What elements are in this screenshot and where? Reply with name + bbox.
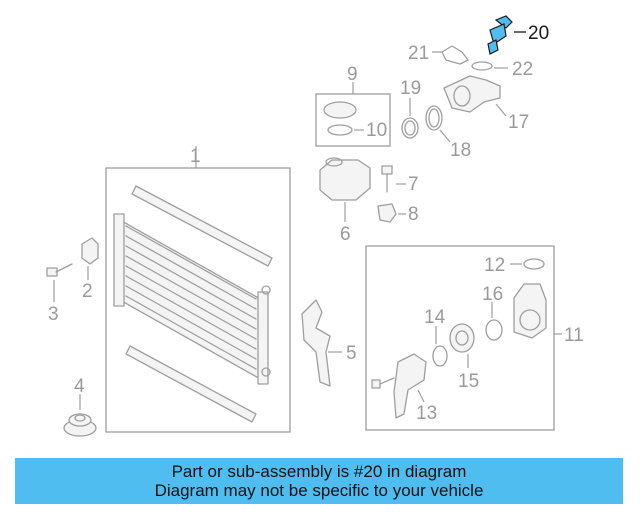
callout-11: 11	[564, 325, 584, 346]
radiator-group	[105, 146, 291, 433]
callout-4: 4	[74, 376, 85, 397]
part-2-bracket	[81, 237, 99, 280]
callout-16: 16	[482, 284, 503, 305]
callout-3: 3	[48, 304, 59, 325]
callout-9: 9	[347, 64, 358, 85]
callout-18: 18	[450, 140, 471, 161]
callout-21: 21	[408, 43, 429, 64]
callout-14: 14	[424, 307, 446, 328]
part-8-clip	[377, 203, 406, 223]
callout-15: 15	[458, 371, 479, 392]
part-21-gasket	[432, 45, 469, 65]
callout-20: 20	[528, 23, 549, 44]
callout-6: 6	[340, 224, 351, 245]
banner-line-2: Diagram may not be specific to your vehi…	[154, 481, 484, 500]
callout-7: 7	[408, 174, 419, 195]
callout-19: 19	[400, 78, 421, 99]
part-9-cap-box	[315, 82, 391, 147]
part-19-seal	[401, 98, 419, 139]
part-22-oring	[471, 61, 508, 71]
callout-12: 12	[484, 255, 505, 276]
thermostat-group	[365, 245, 562, 431]
callout-5: 5	[346, 343, 357, 364]
callout-10: 10	[366, 120, 387, 141]
part-17-flange	[443, 75, 507, 117]
part-6-reservoir	[319, 157, 371, 222]
callout-13: 13	[416, 403, 437, 424]
info-banner: Part or sub-assembly is #20 in diagram D…	[15, 458, 623, 504]
part-5-deflector	[301, 299, 342, 387]
radiator-core	[113, 213, 271, 385]
banner-line-1: Part or sub-assembly is #20 in diagram	[171, 462, 467, 481]
part-18-oring	[425, 105, 451, 143]
part-3-bolt	[46, 263, 73, 302]
callout-2: 2	[82, 281, 93, 302]
callout-8: 8	[408, 204, 419, 225]
part-20-sensor-highlighted[interactable]	[487, 15, 526, 55]
part-4-grommet	[63, 394, 97, 437]
callout-1: 1	[190, 146, 201, 167]
part-7-screw	[381, 165, 406, 193]
callout-22: 22	[512, 59, 533, 80]
callout-17: 17	[508, 112, 529, 133]
